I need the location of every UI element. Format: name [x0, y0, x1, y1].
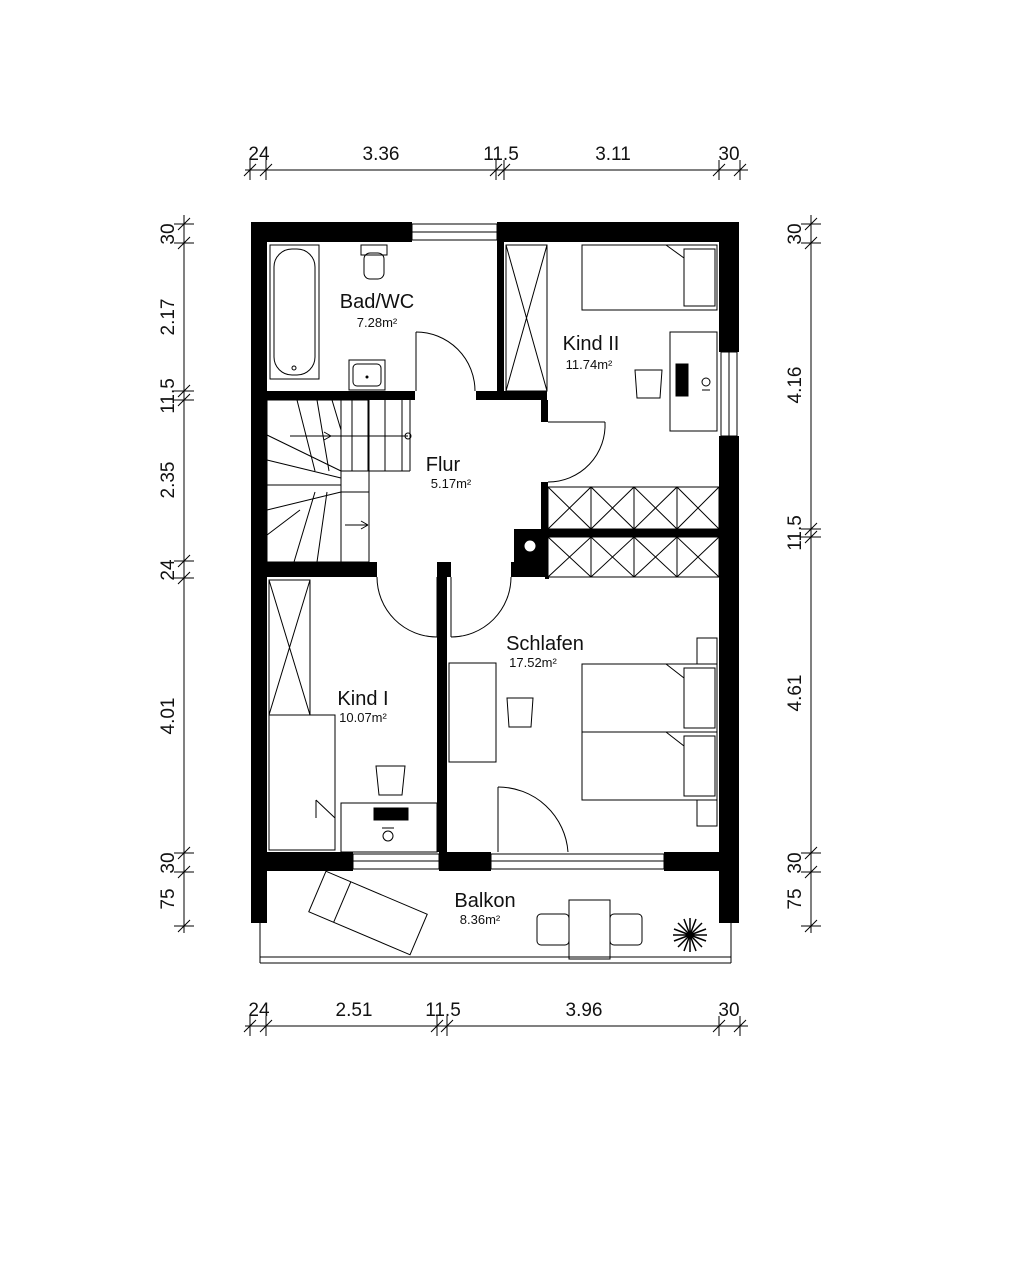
dimension-bottom: 24 2.51 11.5 3.96 30	[243, 1000, 748, 1036]
dim-top-1: 24	[248, 144, 270, 165]
dim-right-2: 4.16	[785, 367, 806, 404]
staircase	[266, 399, 412, 563]
dim-left-5: 24	[158, 559, 179, 581]
dim-bottom-2: 2.51	[336, 1000, 373, 1021]
dim-right-3: 11.5	[785, 515, 806, 551]
bathroom-fixtures	[269, 244, 388, 391]
schlafen-furniture	[448, 637, 718, 827]
room-name-balkon: Balkon	[454, 890, 515, 912]
kind2-furniture	[581, 244, 718, 432]
dim-bottom-1: 24	[248, 1000, 270, 1021]
room-name-kind1: Kind I	[337, 688, 388, 710]
dim-bottom-4: 3.96	[566, 1000, 603, 1021]
room-name-bad: Bad/WC	[340, 291, 414, 313]
dim-top-3: 11.5	[483, 144, 519, 165]
doors	[376, 331, 606, 853]
room-area-flur: 5.17m²	[431, 476, 472, 491]
dim-left-3: 11.5	[158, 378, 179, 414]
dimension-right: 30 4.16 11.5 4.61 30 75	[785, 215, 821, 933]
walls	[251, 222, 739, 923]
dim-top-5: 30	[718, 144, 739, 165]
dim-left-2: 2.17	[158, 299, 179, 336]
room-name-kind2: Kind II	[563, 333, 620, 355]
dim-left-7: 30	[158, 852, 179, 873]
dim-top-4: 3.11	[595, 144, 631, 165]
room-area-bad: 7.28m²	[357, 315, 398, 330]
dim-right-1: 30	[785, 223, 806, 244]
dim-right-6: 75	[785, 888, 806, 909]
room-area-kind1: 10.07m²	[339, 710, 387, 725]
dim-bottom-5: 30	[718, 1000, 739, 1021]
dim-left-1: 30	[158, 223, 179, 244]
dim-top-2: 3.36	[363, 144, 400, 165]
windows	[352, 223, 738, 870]
dim-left-4: 2.35	[158, 462, 179, 499]
dim-left-6: 4.01	[158, 698, 179, 735]
dim-right-4: 4.61	[785, 675, 806, 712]
dim-bottom-3: 11.5	[425, 1000, 461, 1021]
dimension-top: 24 3.36 11.5 3.11 30	[243, 144, 748, 180]
dim-right-5: 30	[785, 852, 806, 873]
kind1-furniture	[268, 714, 438, 853]
room-area-schlafen: 17.52m²	[509, 655, 557, 670]
room-area-kind2: 11.74m²	[566, 357, 613, 372]
room-name-schlafen: Schlafen	[506, 633, 584, 655]
room-name-flur: Flur	[426, 454, 461, 476]
dim-left-8: 75	[158, 888, 179, 909]
dimension-left: 30 2.17 11.5 2.35 24 4.01 30 75	[158, 215, 194, 933]
balcony	[259, 870, 732, 964]
room-area-balkon: 8.36m²	[460, 912, 501, 927]
wardrobes	[268, 244, 720, 716]
room-labels: Bad/WC 7.28m² Kind II 11.74m² Flur 5.17m…	[337, 291, 619, 927]
